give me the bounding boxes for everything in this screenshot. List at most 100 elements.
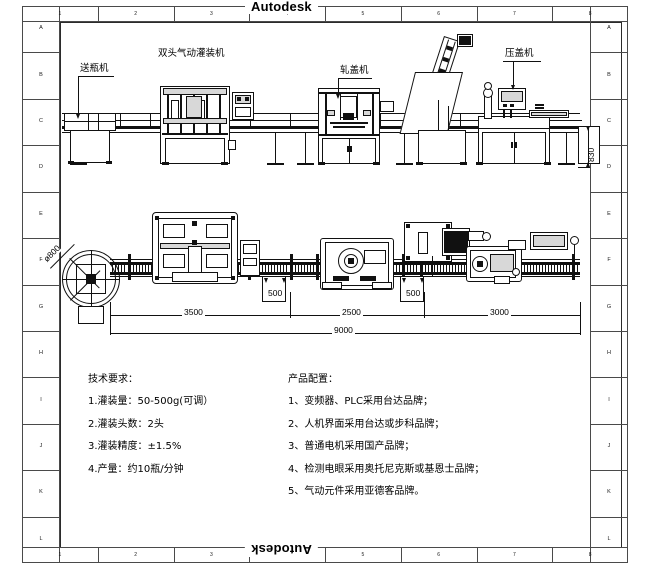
conveyor-hatch xyxy=(262,262,263,273)
conveyor-hatch xyxy=(560,262,561,273)
zone-separator xyxy=(97,547,99,563)
callout-cap-press-machine: 压盖机 xyxy=(505,48,534,59)
conveyor-hatch xyxy=(443,262,444,273)
zone-letter-H-left: H xyxy=(39,350,43,357)
product-config-line-3: 3、普通电机采用国产品牌； xyxy=(288,441,415,452)
conveyor-hatch xyxy=(298,262,299,273)
conveyor-hatch xyxy=(313,262,314,273)
conveyor-hatch xyxy=(310,262,311,273)
conveyor-hatch xyxy=(115,262,116,273)
zone-number-1-bottom: 1 xyxy=(58,552,62,558)
conveyor-hatch xyxy=(124,262,125,273)
conveyor-hatch xyxy=(530,262,531,273)
dim-9000-total: 9000 xyxy=(332,325,355,335)
conveyor-hatch xyxy=(539,262,540,273)
conveyor-hatch xyxy=(304,262,305,273)
zone-letter-K-right: K xyxy=(607,489,611,496)
zone-number-3-bottom: 3 xyxy=(209,552,213,558)
conveyor-hatch xyxy=(151,262,152,273)
zone-letter-A-right: A xyxy=(607,25,611,32)
zone-number-8-bottom: 8 xyxy=(588,552,592,558)
callout-bottle-feeder: 送瓶机 xyxy=(80,63,109,74)
zone-separator xyxy=(97,6,99,22)
dim-3000: 3000 xyxy=(488,307,511,317)
conveyor-hatch xyxy=(425,262,426,273)
zone-separator xyxy=(22,377,60,379)
zone-separator xyxy=(400,547,402,563)
conveyor-hatch xyxy=(271,262,272,273)
zone-letter-G-right: G xyxy=(606,303,612,310)
product-config-line-1: 1、变频器、PLC采用台达品牌； xyxy=(288,396,433,407)
conveyor-hatch xyxy=(434,262,435,273)
conveyor-hatch xyxy=(407,262,408,273)
callout-capping-machine: 轧盖机 xyxy=(340,65,369,76)
conveyor-hatch xyxy=(551,262,552,273)
dim-3500: 3500 xyxy=(182,307,205,317)
zone-separator xyxy=(22,470,60,472)
zone-separator xyxy=(22,98,60,100)
conveyor-hatch xyxy=(554,262,555,273)
conveyor-hatch xyxy=(458,262,459,273)
conveyor-hatch xyxy=(440,262,441,273)
zone-separator xyxy=(22,52,60,54)
conveyor-hatch xyxy=(136,262,137,273)
zone-separator xyxy=(590,191,628,193)
conveyor-hatch xyxy=(577,262,578,273)
zone-letter-A-left: A xyxy=(39,25,43,32)
zone-letter-H-right: H xyxy=(607,350,611,357)
conveyor-hatch xyxy=(416,262,417,273)
conveyor-hatch xyxy=(464,262,465,273)
zone-separator xyxy=(22,330,60,332)
zone-separator xyxy=(400,6,402,22)
zone-number-1-top: 1 xyxy=(58,11,62,17)
zone-separator xyxy=(22,284,60,286)
conveyor-hatch xyxy=(542,262,543,273)
zone-letter-F-left: F xyxy=(39,257,43,264)
conveyor-hatch xyxy=(437,262,438,273)
zone-number-8-top: 8 xyxy=(588,11,592,17)
zone-letter-L-left: L xyxy=(39,535,43,542)
zone-separator xyxy=(590,516,628,518)
zone-separator xyxy=(590,145,628,147)
zone-letter-I-left: I xyxy=(40,396,42,403)
conveyor-hatch xyxy=(399,262,400,273)
zone-letter-B-right: B xyxy=(607,71,611,78)
zone-separator xyxy=(22,191,60,193)
conveyor-hatch xyxy=(524,262,525,273)
zone-letter-E-right: E xyxy=(607,210,611,217)
tech-requirements-block: 技术要求： 1.灌装量：50-500g(可调） 2.灌装头数：2头 3.灌装精度… xyxy=(88,370,213,482)
conveyor-hatch xyxy=(536,262,537,273)
conveyor-hatch xyxy=(301,262,302,273)
conveyor-hatch xyxy=(148,262,149,273)
conveyor-hatch xyxy=(527,262,528,273)
conveyor-hatch xyxy=(569,262,570,273)
product-config-heading: 产品配置： xyxy=(288,374,338,385)
zone-separator xyxy=(590,284,628,286)
zone-separator xyxy=(325,6,326,22)
conveyor-hatch xyxy=(307,262,308,273)
product-config-block: 产品配置： 1、变频器、PLC采用台达品牌； 2、人机界面采用台达或步科品牌； … xyxy=(288,370,484,505)
product-config-line-2: 2、人机界面采用台达或步科品牌； xyxy=(288,418,445,430)
zone-separator xyxy=(590,52,628,54)
zone-letter-B-left: B xyxy=(39,71,43,78)
dim-500-second: 500 xyxy=(404,288,423,298)
conveyor-hatch xyxy=(455,262,456,273)
zone-separator xyxy=(22,423,60,425)
zone-number-3-top: 3 xyxy=(209,11,213,17)
zone-separator xyxy=(173,6,175,22)
zone-letter-L-right: L xyxy=(607,535,611,542)
zone-letter-G-left: G xyxy=(38,303,44,310)
conveyor-hatch xyxy=(428,262,429,273)
zone-letter-J-right: J xyxy=(607,442,611,449)
conveyor-hatch xyxy=(268,262,269,273)
autodesk-watermark-top: Autodesk xyxy=(245,0,318,14)
zone-separator xyxy=(22,238,60,240)
dim-500-first: 500 xyxy=(266,288,285,298)
tech-requirements-heading: 技术要求： xyxy=(88,374,138,385)
conveyor-hatch xyxy=(280,262,281,273)
zone-number-5-bottom: 5 xyxy=(361,552,365,558)
conveyor-hatch xyxy=(295,262,296,273)
zone-separator xyxy=(173,547,175,563)
zone-number-4-top: 4 xyxy=(285,11,289,17)
conveyor-hatch xyxy=(533,262,534,273)
